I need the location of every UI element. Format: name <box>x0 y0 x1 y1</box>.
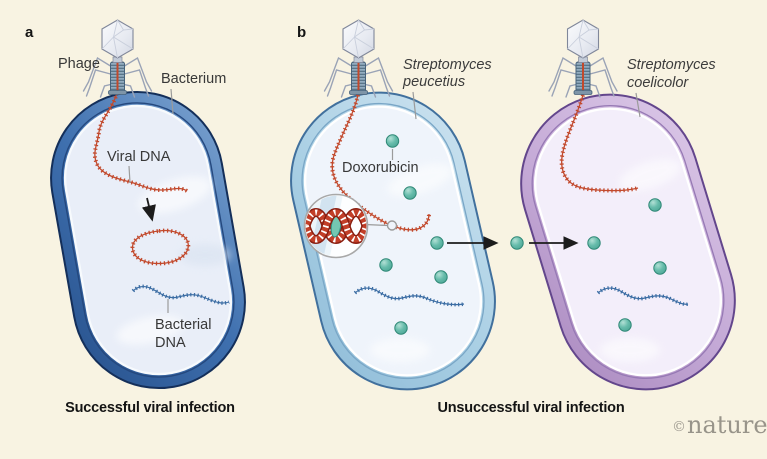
doxorubicin-dot <box>510 236 524 250</box>
viral-dna-strand-coelicolor <box>559 94 639 193</box>
phage-icon <box>548 19 618 98</box>
doxorubicin-dot <box>385 134 400 148</box>
dna-intercalation-inset <box>303 193 398 259</box>
cell-b2-texture <box>600 159 681 362</box>
viral-dna-strand-peucetius <box>330 94 431 232</box>
species-right-leader-line <box>635 92 641 118</box>
inset-source-ring <box>386 220 398 231</box>
doxorubicin-dot <box>653 261 667 275</box>
bacterium-leader-line <box>170 88 174 115</box>
species-left-label-line2: peucetius <box>402 74 465 90</box>
panel-a-marker: a <box>25 24 34 41</box>
phage-icon <box>323 19 394 98</box>
dna-helix-front-strand <box>305 208 367 244</box>
doxorubicin-dot <box>618 318 632 332</box>
viral-dna-circle-a <box>130 228 191 266</box>
bacterial-dna-label-line1: Bacterial <box>155 317 211 333</box>
doxorubicin-dots-right <box>587 198 667 332</box>
bacterial-dna-label-line2: DNA <box>155 335 186 351</box>
doxorubicin-dots-left <box>379 134 448 335</box>
doxorubicin-dot <box>434 270 448 284</box>
circularization-arrow <box>141 197 156 222</box>
panel-b: b <box>290 19 736 416</box>
species-left-label-line1: Streptomyces <box>403 57 492 73</box>
nature-logo: nature <box>687 411 767 439</box>
panel-b-marker: b <box>297 24 306 41</box>
species-right-label-line2: coelicolor <box>627 75 689 91</box>
doxorubicin-dot <box>648 198 662 212</box>
phage-label: Phage <box>58 56 100 72</box>
doxorubicin-dot <box>379 258 393 272</box>
doxorubicin-dot <box>587 236 601 250</box>
panel-a-caption: Successful viral infection <box>65 400 235 416</box>
viral-dna-strand-a <box>92 92 189 193</box>
nature-credit: © nature <box>672 411 767 439</box>
bacterial-dna-a <box>131 284 230 305</box>
doxorubicin-dot <box>430 236 444 250</box>
species-left-leader-line <box>412 91 417 120</box>
doxorubicin-dot <box>403 186 417 200</box>
cell-a-texture <box>116 176 231 345</box>
inset-connector-line <box>364 223 389 227</box>
viral-dna-label: Viral DNA <box>107 149 171 165</box>
cell-b1-texture <box>370 163 453 362</box>
copyright-symbol: © <box>672 419 686 435</box>
bacterium-a-cell <box>50 90 246 390</box>
doxorubicin-label: Doxorubicin <box>342 160 419 176</box>
species-right-label-line1: Streptomyces <box>627 57 716 73</box>
panel-a: a <box>25 19 246 416</box>
bacterial-dna-peucetius <box>353 286 465 307</box>
viral-dna-leader-line <box>128 165 131 184</box>
dna-helix-back-strand <box>305 208 367 244</box>
doxorubicin-dot <box>394 321 408 335</box>
panel-b-caption: Unsuccessful viral infection <box>438 400 625 416</box>
bacterium-label: Bacterium <box>161 71 226 87</box>
bacterial-dna-coelicolor <box>596 286 689 307</box>
